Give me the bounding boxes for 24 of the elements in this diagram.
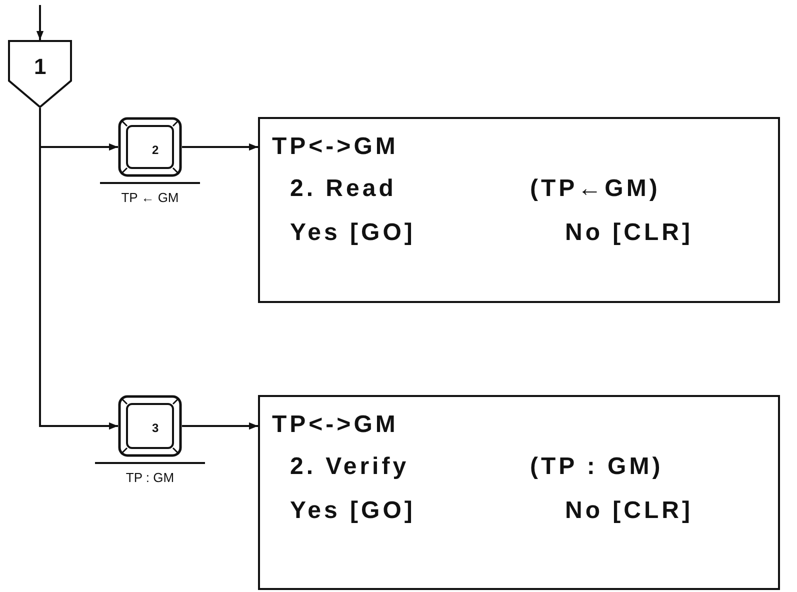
pentagon-node — [8, 40, 72, 108]
key-number: 3 — [152, 421, 159, 435]
screen-text: (TP : GM) — [530, 453, 664, 481]
display-screen — [258, 395, 780, 590]
screen-text: No [CLR] — [565, 497, 693, 525]
screen-text: (TP←GM) — [530, 175, 660, 203]
screen-text: TP<->GM — [272, 411, 398, 439]
arrow — [182, 422, 258, 430]
arrow — [182, 143, 258, 151]
screen-text: TP<->GM — [272, 133, 398, 161]
screen-text: 2. Read — [290, 175, 396, 203]
key-icon — [118, 117, 182, 177]
arrow — [39, 108, 118, 430]
key-icon — [118, 395, 182, 457]
key-caption: TP ← GM — [120, 190, 180, 205]
display-screen — [258, 117, 780, 303]
screen-text: No [CLR] — [565, 219, 693, 247]
key-number: 2 — [152, 143, 159, 157]
screen-text: Yes [GO] — [290, 497, 416, 525]
key-number: 1 — [34, 54, 46, 80]
screen-text: Yes [GO] — [290, 219, 416, 247]
arrow — [36, 5, 44, 40]
key-caption: TP : GM — [124, 470, 176, 485]
screen-text: 2. Verify — [290, 453, 410, 481]
